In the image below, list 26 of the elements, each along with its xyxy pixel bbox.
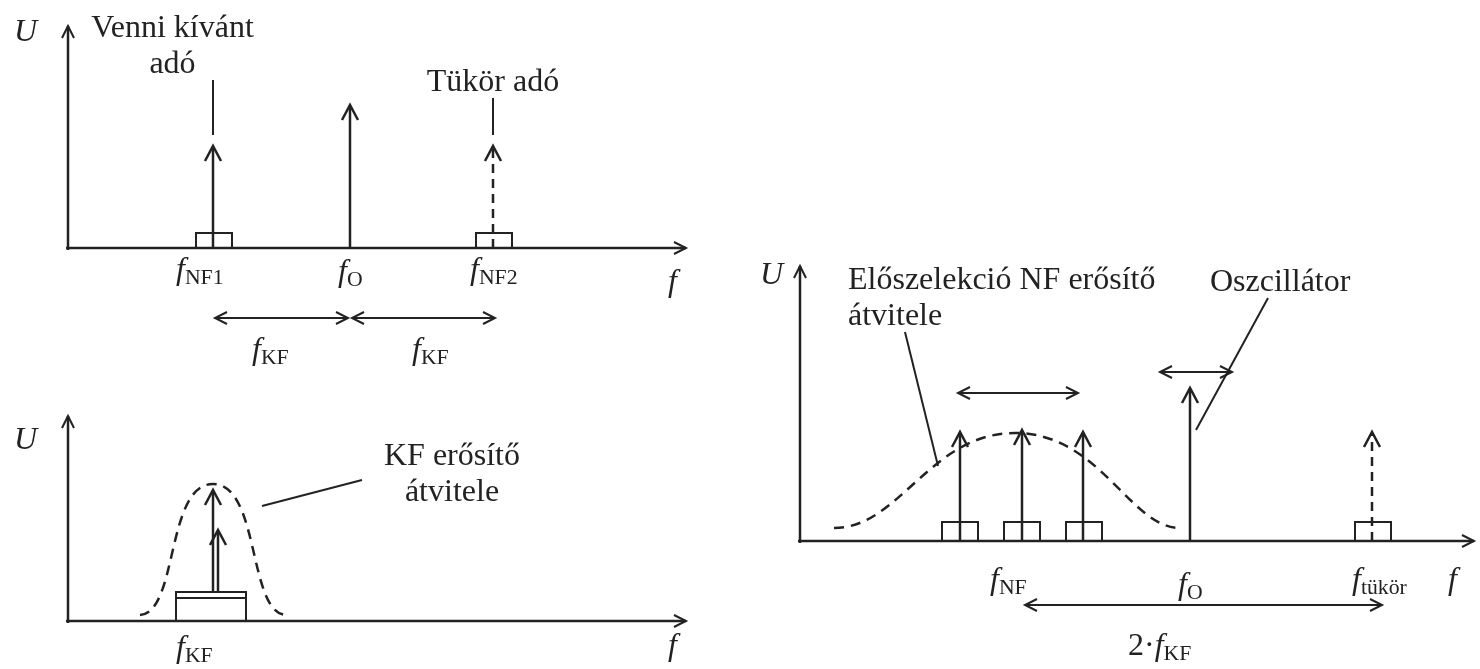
frequency-label: f$_{NF2}$ xyxy=(470,250,518,292)
frequency-label: f$_{O}$ xyxy=(1178,565,1203,607)
frequency-label: f$_{NF}$ xyxy=(990,560,1027,602)
callout-text: Venni kívánt adó xyxy=(85,8,260,80)
leader-line xyxy=(261,479,363,507)
leader-line xyxy=(904,331,939,467)
spectral-line-arrow xyxy=(1180,385,1200,541)
frequency-label: f$_{KF}$ xyxy=(176,628,213,669)
frequency-label: f$_{NF1}$ xyxy=(176,250,224,292)
axis-label: U xyxy=(14,12,38,48)
leader-line xyxy=(212,79,214,136)
spectral-line-arrow xyxy=(483,143,503,248)
axis-label: U xyxy=(760,255,784,291)
callout-text: Tükör adó xyxy=(412,62,574,98)
frequency-label: 2·f$_{KF}$ xyxy=(1128,626,1192,668)
callout-text: Előszelekció NF erősítő átvitele xyxy=(848,260,1158,332)
callout-text: Oszcillátor xyxy=(1210,262,1385,298)
frequency-label: f$_{O}$ xyxy=(338,252,363,294)
frequency-label: f$_{tükör}$ xyxy=(1352,560,1407,602)
leader-line xyxy=(492,97,494,136)
frequency-label: f$_{KF}$ xyxy=(252,330,289,372)
leader-line xyxy=(1195,297,1269,431)
frequency-label: f$_{KF}$ xyxy=(412,330,449,372)
callout-text: KF erősítő átvitele xyxy=(362,436,542,508)
axis-label: U xyxy=(14,420,38,456)
spectral-line-arrow xyxy=(203,143,223,248)
